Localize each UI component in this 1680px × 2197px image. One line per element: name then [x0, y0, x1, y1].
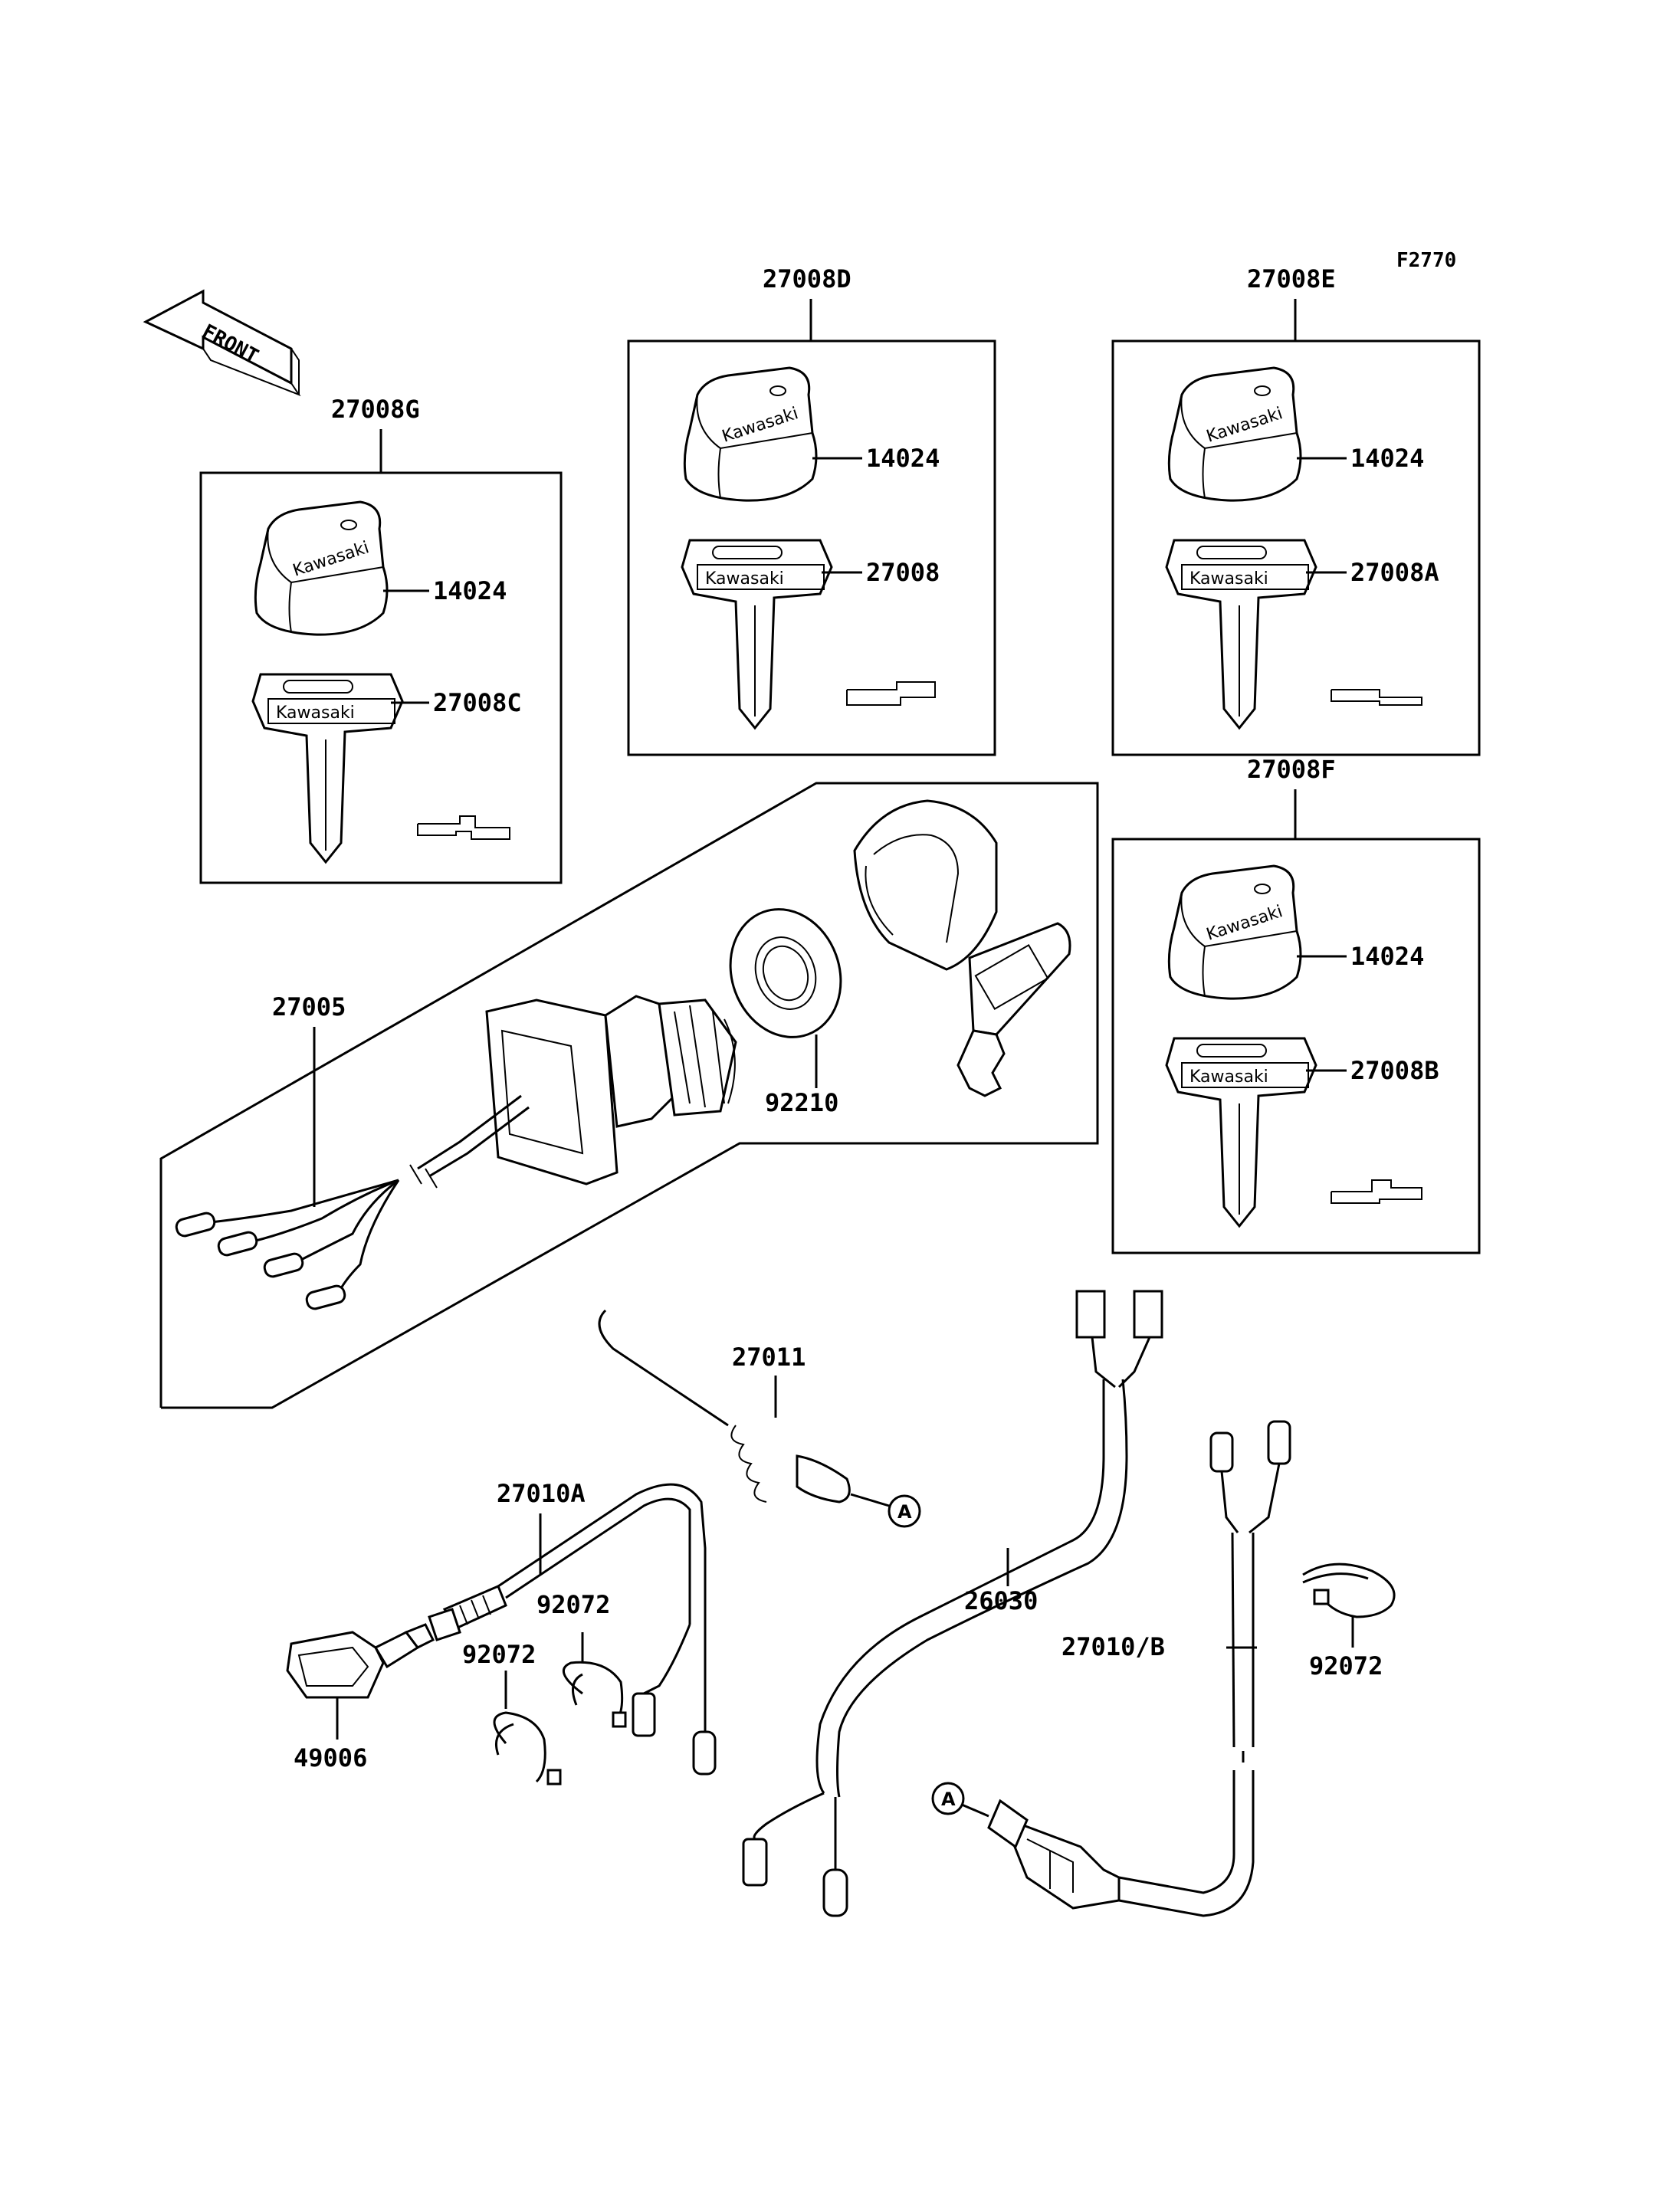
wire-terminal [217, 1231, 258, 1257]
label-14024: 14024 [1350, 942, 1424, 971]
key-holder [853, 799, 998, 971]
ignition-switch-assembly-27005: 27005 92210 [159, 782, 1099, 1409]
wire-terminal [263, 1252, 304, 1278]
key-in-holder [956, 922, 1071, 1097]
stop-switch-27010B: 27010/B [961, 1420, 1291, 1917]
label-92210: 92210 [765, 1088, 838, 1117]
label-92072: 92072 [462, 1640, 536, 1669]
svg-text:A: A [941, 1789, 956, 1810]
label-27010B: 27010/B [1061, 1632, 1165, 1661]
key-cover-14024: Kawasaki [1167, 366, 1302, 502]
label-14024: 14024 [866, 444, 940, 473]
callout-a: A [888, 1494, 921, 1528]
key-27008C: Kawasaki [251, 673, 404, 864]
switch-body [485, 995, 737, 1185]
key-code-tag [1331, 689, 1422, 706]
label-27011: 27011 [732, 1343, 806, 1372]
label-27008C: 27008C [433, 688, 522, 717]
label-27008B: 27008B [1350, 1056, 1439, 1085]
nut-92210 [729, 908, 842, 1038]
brand-text: Kawasaki [1189, 1067, 1268, 1087]
key-cover-14024: Kawasaki [1167, 864, 1302, 1000]
key-set-27008G: 27008G Kawasaki 14024 Kawasaki 27008C [199, 395, 563, 884]
wire-terminal [175, 1212, 216, 1238]
label-27005: 27005 [272, 992, 346, 1021]
key-27008A: Kawasaki [1165, 539, 1317, 730]
key-cover-14024: Kawasaki [254, 500, 389, 636]
label-26030: 26030 [964, 1586, 1038, 1615]
label-27010A: 27010A [497, 1479, 586, 1508]
brand-text: Kawasaki [1189, 569, 1268, 589]
key-set-27008F: 27008F Kawasaki 14024 Kawasaki 27008B [1111, 755, 1481, 1254]
stop-switch-27010A: 27010A [428, 1479, 717, 1776]
callout-a: A [931, 1782, 965, 1815]
label-49006: 49006 [294, 1743, 367, 1772]
switch-body [987, 1799, 1121, 1910]
label-92072: 92072 [536, 1590, 610, 1619]
figure-code: F2770 [1396, 249, 1456, 272]
key-code-tag [846, 681, 936, 706]
label-27008: 27008 [866, 558, 940, 587]
spring-27011: 27011 [598, 1309, 890, 1507]
key-cover-14024: Kawasaki [683, 366, 818, 502]
wire-harness-26030: 26030 [742, 1290, 1163, 1917]
brand-text: Kawasaki [276, 703, 355, 723]
label-14024: 14024 [1350, 444, 1424, 473]
key-set-27008E: 27008E Kawasaki 14024 Kawasaki 27008A [1111, 264, 1481, 756]
key-27008B: Kawasaki [1165, 1037, 1317, 1228]
key-27008: Kawasaki [681, 539, 833, 730]
label-92072: 92072 [1309, 1651, 1383, 1681]
clamp-92072: 92072 [1302, 1562, 1396, 1681]
brand-text: Kawasaki [705, 569, 784, 589]
label-14024: 14024 [433, 576, 507, 605]
boot-49006: 49006 [286, 1623, 435, 1772]
label-27008G: 27008G [331, 395, 420, 424]
key-code-tag [1331, 1179, 1422, 1204]
clamp-92072: 92072 [462, 1640, 562, 1785]
key-set-27008D: 27008D Kawasaki 14024 Kawasaki 27008 [627, 264, 996, 756]
label-27008A: 27008A [1350, 558, 1439, 587]
clamp-92072: 92072 [536, 1590, 627, 1728]
svg-text:A: A [897, 1501, 912, 1523]
wire-terminal [305, 1284, 346, 1310]
key-code-tag [417, 815, 510, 840]
label-27008F: 27008F [1247, 755, 1336, 784]
label-27008D: 27008D [763, 264, 851, 293]
label-27008E: 27008E [1247, 264, 1336, 293]
front-arrow: FRONT [143, 289, 301, 397]
